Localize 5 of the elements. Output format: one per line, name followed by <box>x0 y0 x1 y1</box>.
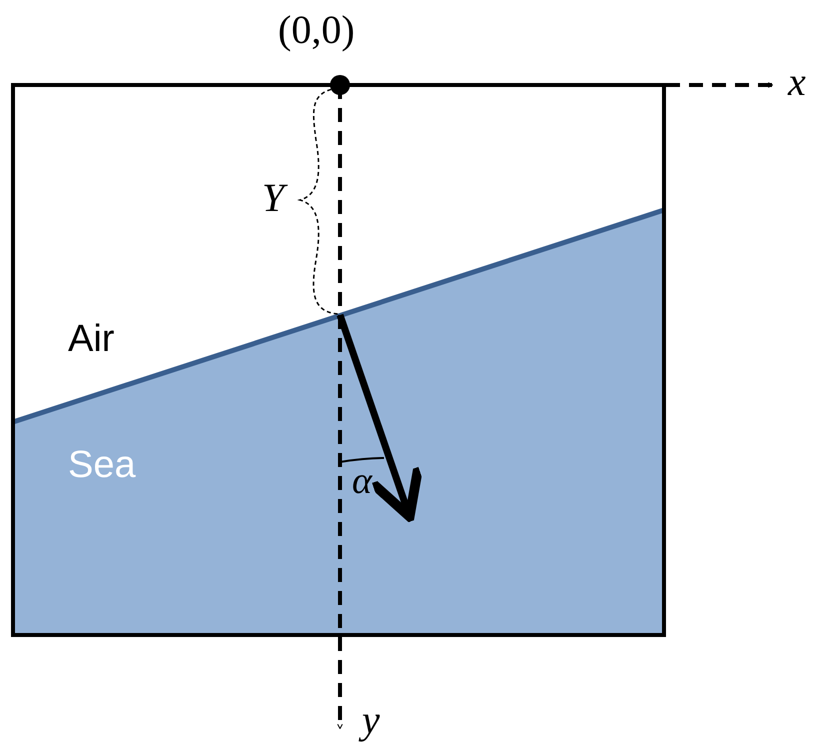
region-label: Air <box>68 320 114 358</box>
region-label: Sea <box>68 446 136 484</box>
angle-label: α <box>352 462 372 500</box>
origin-label: (0,0) <box>278 10 355 50</box>
axis-label: x <box>788 62 806 102</box>
